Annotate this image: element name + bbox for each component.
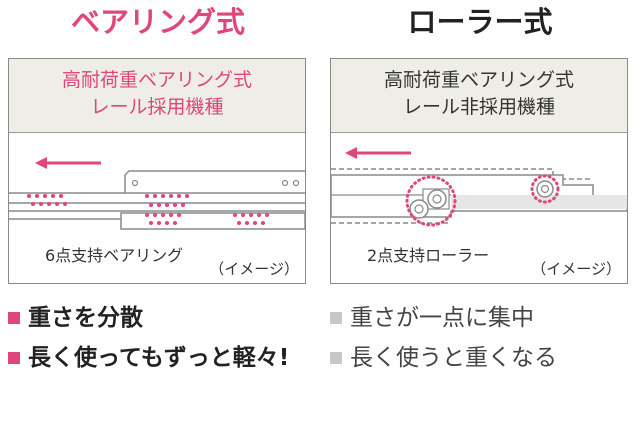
bearing-image-note: （イメージ） xyxy=(209,260,299,278)
bearing-caption: 6点支持ベアリング xyxy=(45,246,184,265)
bearing-header-line2: レール採用機種 xyxy=(90,96,224,118)
bearing-dots-right xyxy=(233,213,269,225)
bearing-dots-left xyxy=(27,194,67,206)
bearing-benefit-1: 重さを分散 xyxy=(8,298,328,338)
roller-header-line1: 高耐荷重ベアリング式 xyxy=(383,69,574,91)
bearing-dots-middle xyxy=(145,194,189,225)
roller-left xyxy=(405,175,457,227)
roller-caption: 2点支持ローラー xyxy=(367,246,490,265)
bearing-header-line1: 高耐荷重ベアリング式 xyxy=(61,69,252,91)
roller-rail-diagram xyxy=(331,147,627,227)
arrow-left-icon xyxy=(345,147,411,159)
bearing-benefits: 重さを分散 長く使ってもずっと軽々! xyxy=(8,298,328,378)
roller-drawback-1: 重さが一点に集中 xyxy=(330,298,640,338)
square-bullet-icon xyxy=(330,352,342,364)
arrow-left-icon xyxy=(35,157,101,169)
roller-title: ローラー式 xyxy=(407,5,553,39)
roller-drawbacks: 重さが一点に集中 長く使うと重くなる xyxy=(330,298,640,378)
roller-image-note: （イメージ） xyxy=(531,260,621,278)
bearing-rail-diagram xyxy=(9,157,305,230)
roller-header-line2: レール非採用機種 xyxy=(402,96,555,118)
roller-drawback-2: 長く使うと重くなる xyxy=(330,338,640,378)
bearing-title: ベアリング式 xyxy=(70,5,245,39)
rail-outline xyxy=(9,170,305,230)
bearing-panel-header: 高耐荷重ベアリング式 レール採用機種 xyxy=(9,59,305,133)
roller-right xyxy=(530,174,560,204)
bearing-panel: 高耐荷重ベアリング式 レール採用機種 xyxy=(8,58,306,284)
roller-panel: 高耐荷重ベアリング式 レール非採用機種 xyxy=(330,58,628,284)
bearing-benefit-2: 長く使ってもずっと軽々! xyxy=(8,338,328,378)
square-bullet-icon xyxy=(330,312,342,324)
roller-panel-header: 高耐荷重ベアリング式 レール非採用機種 xyxy=(331,59,627,133)
square-bullet-icon xyxy=(8,352,20,364)
carriage-dashed-outline xyxy=(331,168,593,224)
rail-holes xyxy=(131,179,300,187)
square-bullet-icon xyxy=(8,312,20,324)
